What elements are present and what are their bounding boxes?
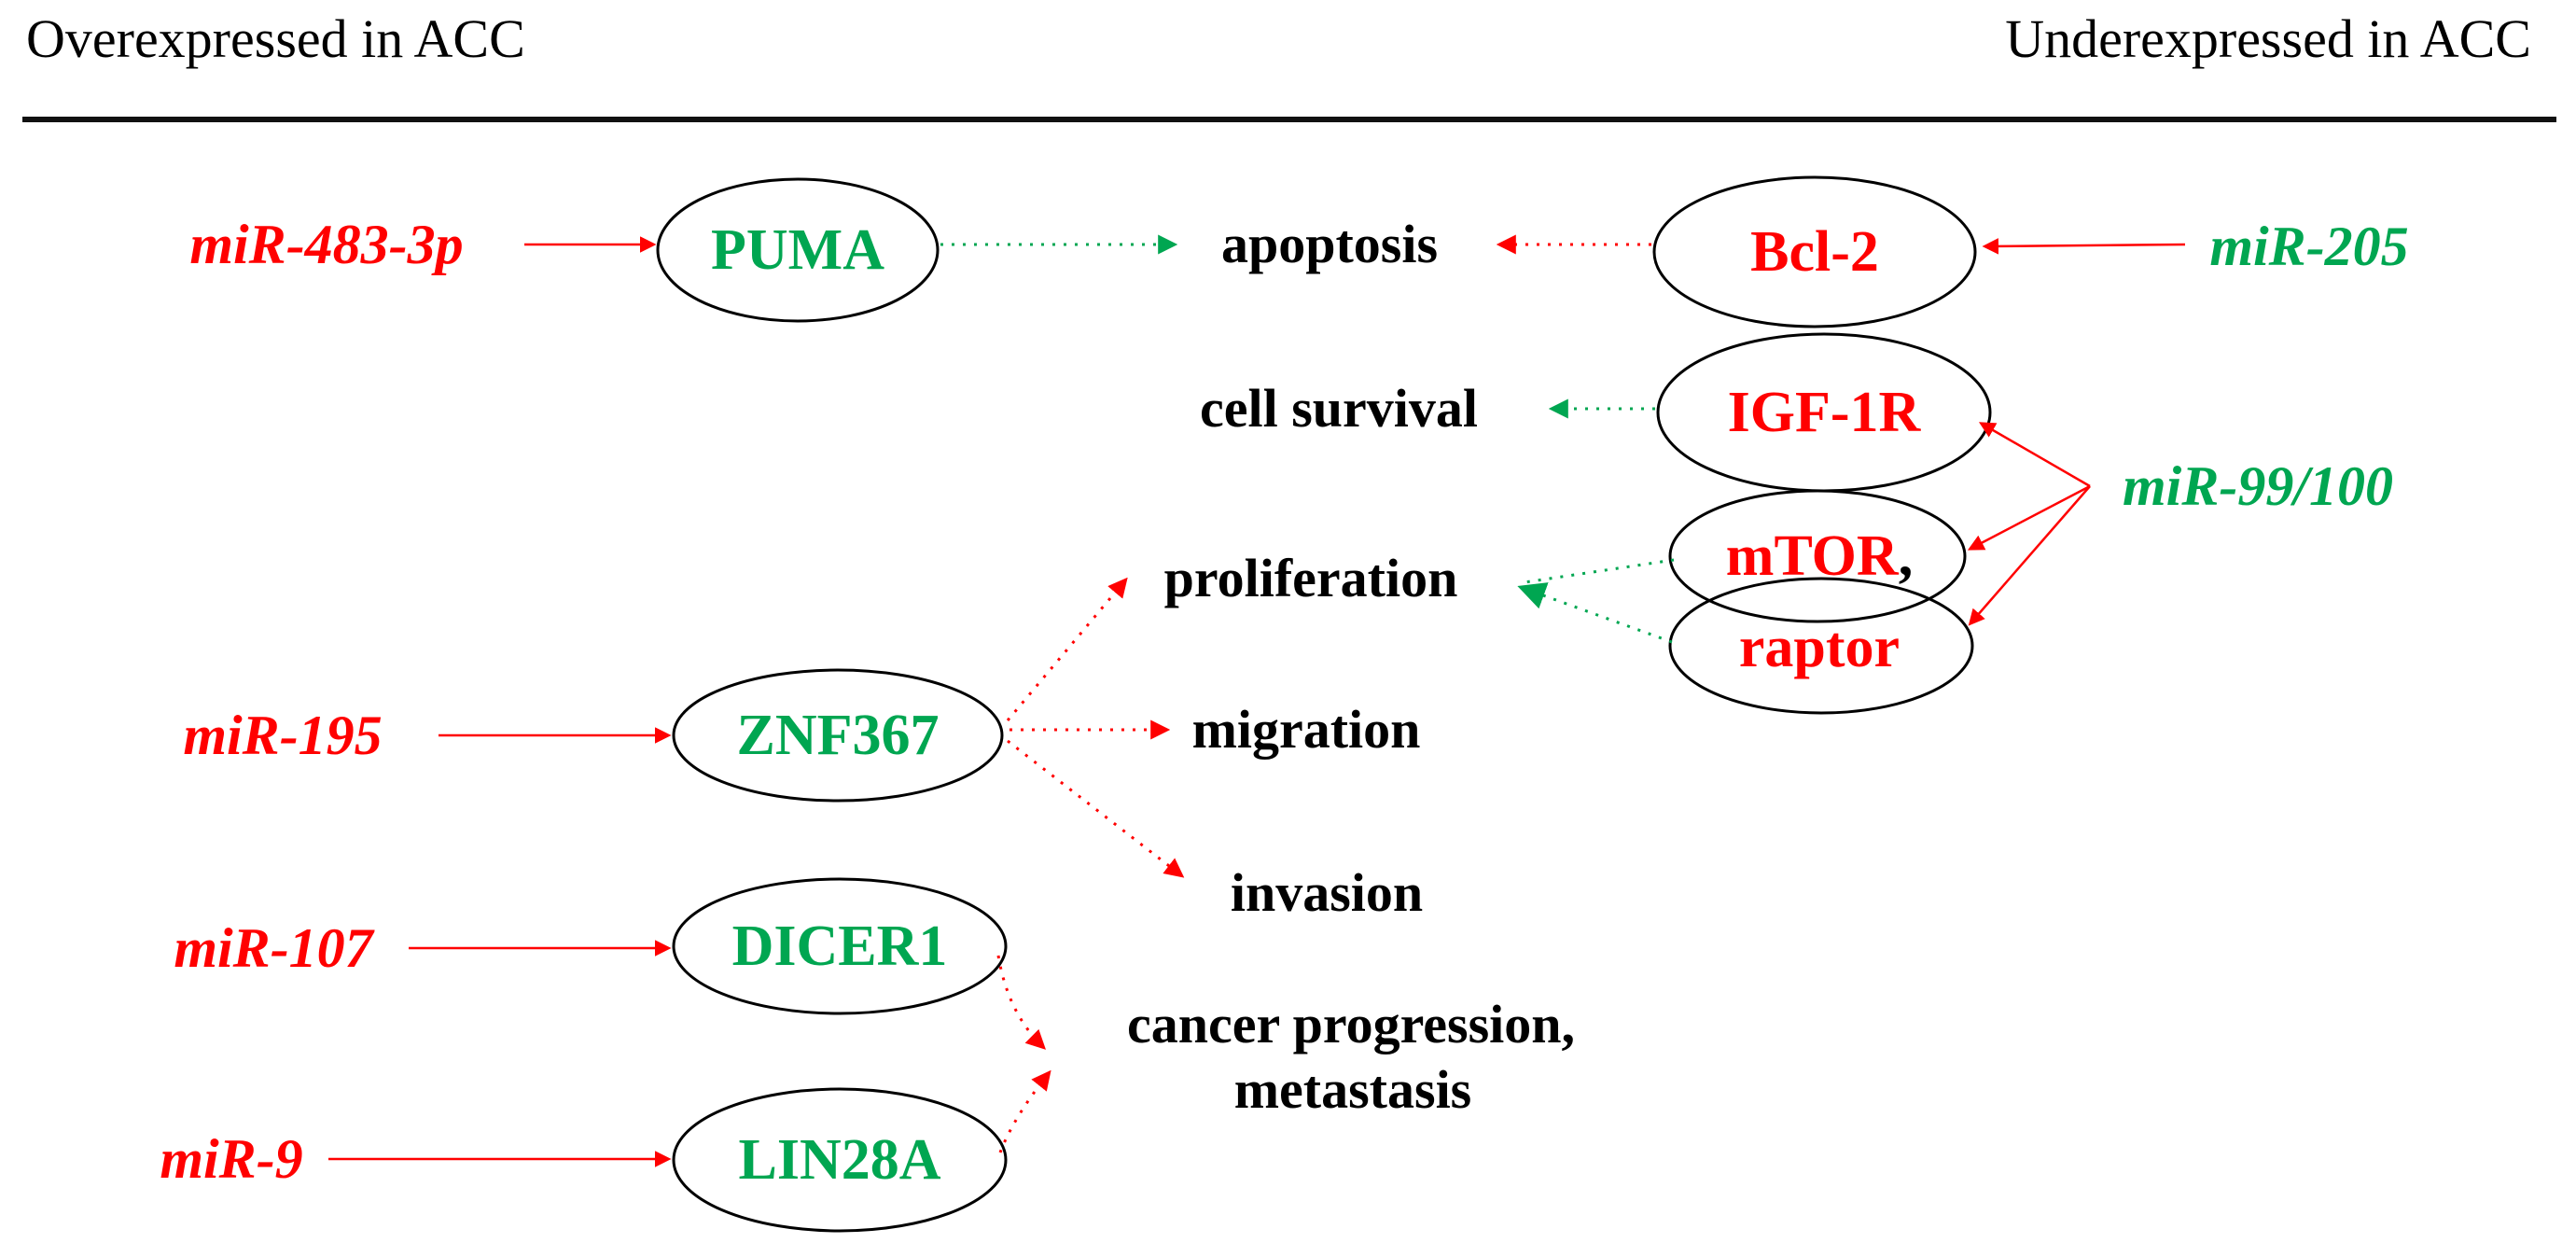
mirna-label-mir-99-100: miR-99/100	[2122, 455, 2394, 517]
edge-mir205-bcl2	[1982, 238, 2186, 255]
edge-lin28a-cancer-progression	[998, 1069, 1051, 1153]
gene-label-igf1r: IGF-1R	[1727, 381, 1921, 444]
gene-label-znf367: ZNF367	[736, 704, 940, 767]
gene-label-mtor-comma: ,	[1898, 524, 1914, 588]
edge-raptor-proliferation	[1517, 582, 1673, 644]
gene-label-lin28a: LIN28A	[738, 1128, 941, 1192]
dicer1-ellipse	[672, 877, 1008, 1015]
process-label-cell-survival: cell survival	[1199, 378, 1479, 439]
gene-label-mtor: mTOR,	[1726, 527, 1913, 585]
edge-mir99100-igf1r	[1978, 422, 2091, 488]
gene-label-raptor: raptor	[1738, 616, 1901, 679]
edge-mir99100-mtor	[1967, 484, 2091, 551]
bcl2-ellipse	[1652, 175, 1977, 328]
lin28a-ellipse	[672, 1087, 1008, 1233]
edge-znf367-invasion	[1007, 739, 1185, 878]
mirna-label-mir-107: miR-107	[174, 917, 373, 979]
edge-dicer1-cancer-progression	[996, 955, 1047, 1050]
puma-ellipse	[656, 177, 940, 323]
mirna-label-mir-9: miR-9	[160, 1128, 303, 1190]
edge-znf367-proliferation	[1006, 577, 1128, 721]
process-label-invasion: invasion	[1230, 862, 1424, 923]
mirna-label-mir-195: miR-195	[183, 705, 383, 766]
edge-mir99100-raptor	[1968, 485, 2091, 626]
process-label-proliferation: proliferation	[1163, 548, 1458, 608]
gene-label-mtor-text: mTOR	[1725, 524, 1899, 588]
mtor-ellipse	[1668, 489, 1967, 623]
gene-label-bcl2: Bcl-2	[1750, 220, 1879, 284]
edge-mtor-proliferation	[1524, 558, 1675, 584]
header-overexpressed: Overexpressed in ACC	[26, 8, 525, 69]
process-label-apoptosis: apoptosis	[1220, 214, 1439, 274]
mirna-label-mir-205: miR-205	[2209, 216, 2409, 277]
gene-label-dicer1: DICER1	[731, 915, 948, 978]
header-divider-line	[22, 117, 2556, 122]
process-label-metastasis: metastasis	[1233, 1059, 1472, 1120]
header-underexpressed: Underexpressed in ACC	[2005, 8, 2531, 69]
raptor-ellipse	[1668, 577, 1974, 715]
process-label-migration: migration	[1191, 699, 1421, 760]
process-label-cancer-progression: cancer progression,	[1126, 994, 1576, 1054]
znf367-ellipse	[672, 668, 1004, 803]
gene-label-puma: PUMA	[711, 218, 884, 282]
mirna-label-mir-483-3p: miR-483-3p	[189, 214, 464, 275]
